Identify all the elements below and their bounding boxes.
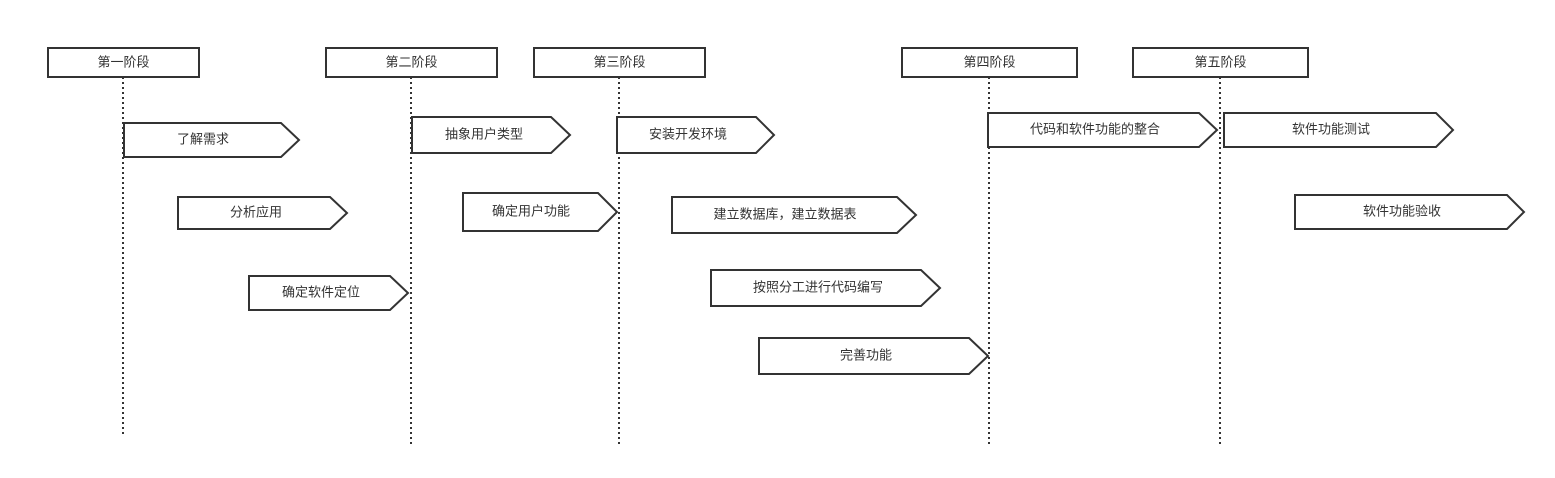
task-arrow-9: 完善功能: [758, 337, 990, 375]
stage-label-1: 第一阶段: [97, 56, 149, 71]
task-label-10: 代码和软件功能的整合: [1030, 122, 1160, 138]
task-label-8: 按照分工进行代码编写: [753, 281, 883, 296]
stage-header-5: 第五阶段: [1132, 47, 1309, 78]
task-label-2: 分析应用: [230, 205, 282, 221]
task-label-7: 建立数据库，建立数据表: [713, 207, 856, 223]
task-label-1: 了解需求: [177, 133, 229, 148]
task-arrow-11: 软件功能测试: [1223, 112, 1455, 148]
stage-label-5: 第五阶段: [1194, 56, 1246, 71]
task-arrow-5: 确定用户功能: [462, 192, 619, 232]
task-arrow-10: 代码和软件功能的整合: [987, 112, 1219, 148]
stage-label-4: 第四阶段: [963, 56, 1015, 71]
task-arrow-8: 按照分工进行代码编写: [710, 269, 942, 307]
stage-header-3: 第三阶段: [533, 47, 706, 78]
task-arrow-2: 分析应用: [177, 196, 349, 230]
task-arrow-12: 软件功能验收: [1294, 194, 1526, 230]
task-arrow-4: 抽象用户类型: [411, 116, 572, 154]
task-label-3: 确定软件定位: [282, 286, 360, 301]
task-label-4: 抽象用户类型: [445, 127, 523, 143]
task-arrow-6: 安装开发环境: [616, 116, 776, 154]
task-label-5: 确定用户功能: [492, 204, 570, 220]
task-arrow-1: 了解需求: [123, 122, 301, 158]
stage-header-1: 第一阶段: [47, 47, 200, 78]
stage-label-2: 第二阶段: [385, 56, 437, 71]
stage-label-3: 第三阶段: [593, 56, 645, 71]
task-label-9: 完善功能: [840, 348, 892, 364]
task-arrows: 了解需求 分析应用 确定软件定位 抽象用户类型 确定用户功能 安装开发环境 建立…: [123, 112, 1526, 375]
stage-header-2: 第二阶段: [325, 47, 498, 78]
task-label-11: 软件功能测试: [1292, 123, 1370, 138]
stage-headers: 第一阶段 第二阶段 第三阶段 第四阶段 第五阶段: [47, 47, 1309, 78]
stage-header-4: 第四阶段: [901, 47, 1078, 78]
task-arrow-7: 建立数据库，建立数据表: [671, 196, 918, 234]
task-label-6: 安装开发环境: [649, 127, 727, 143]
task-arrow-3: 确定软件定位: [248, 275, 410, 311]
task-label-12: 软件功能验收: [1363, 204, 1441, 220]
